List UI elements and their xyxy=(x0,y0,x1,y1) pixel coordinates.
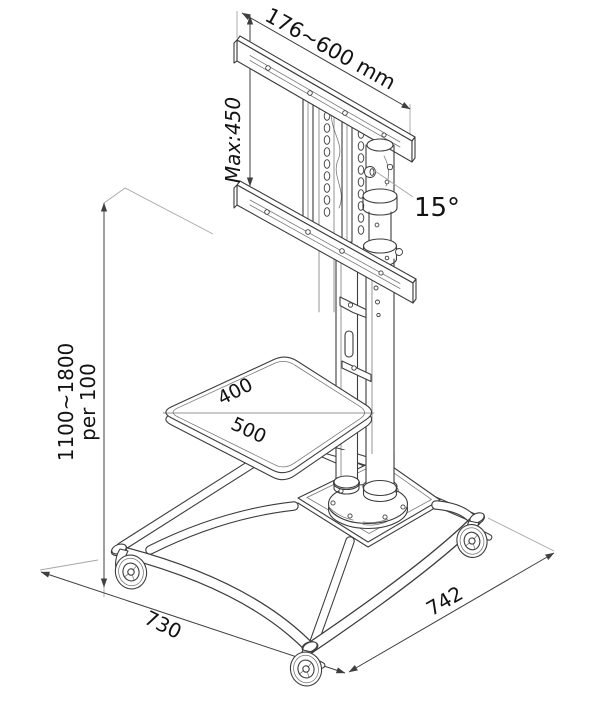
caster-right xyxy=(456,512,493,558)
cable-squiggle xyxy=(331,105,342,209)
caster-left xyxy=(111,543,148,590)
label-tilt-angle: 15° xyxy=(414,193,460,223)
label-base-front: 730 xyxy=(141,606,186,644)
shelf xyxy=(162,356,375,481)
dim-base-side xyxy=(348,552,555,673)
dim-bracket-width xyxy=(241,12,411,110)
tv-bracket-bottom-rail xyxy=(233,180,417,304)
shelf-bracket-upper xyxy=(339,296,367,319)
dim-base-front xyxy=(40,571,346,674)
tv-bracket-top-rail xyxy=(233,35,416,163)
clamp-knob xyxy=(395,248,403,256)
label-base-side: 742 xyxy=(422,581,467,621)
dimension-lines xyxy=(39,11,555,674)
tilt-leader xyxy=(374,170,414,198)
shelf-bracket-lower xyxy=(341,360,372,383)
label-bracket-max: Max:450 xyxy=(221,97,245,183)
column-slot xyxy=(344,330,354,358)
label-height-range: 1100~1800 xyxy=(54,343,78,462)
label-height-step: per 100 xyxy=(76,363,100,441)
tilt-head xyxy=(362,138,398,241)
caster-front xyxy=(289,641,326,687)
base-legs xyxy=(145,437,477,650)
